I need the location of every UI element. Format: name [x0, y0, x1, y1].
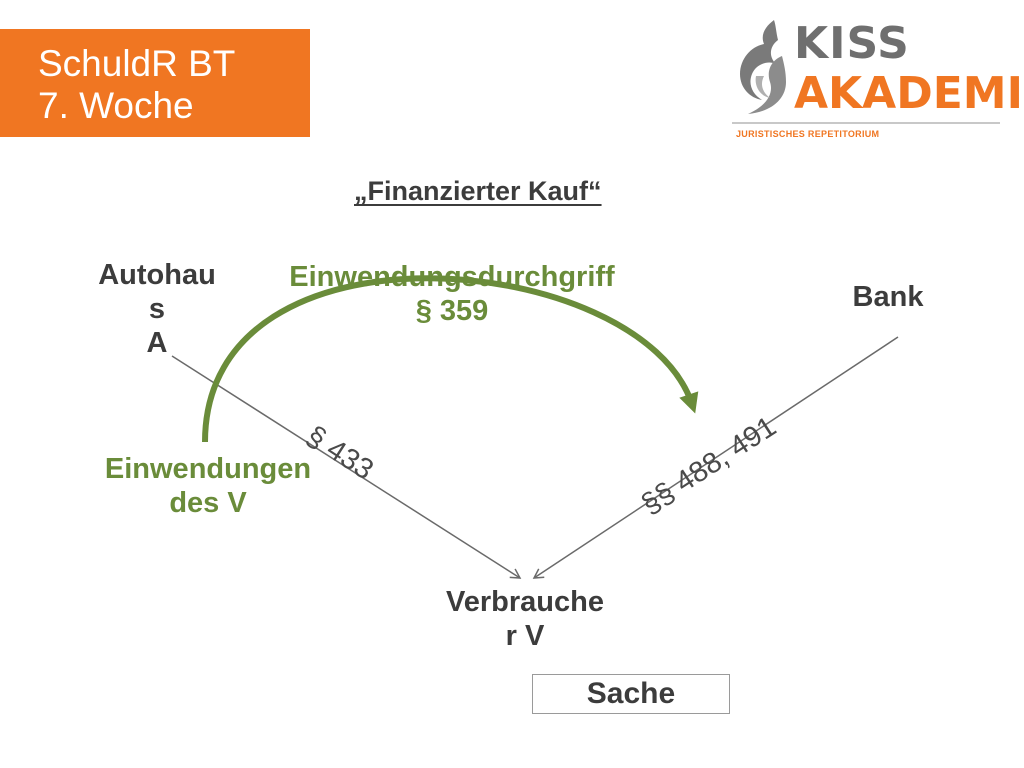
logo-divider [732, 122, 1000, 124]
node-autohaus-line-2: s [148, 293, 166, 325]
sache-box: Sache [532, 674, 730, 714]
node-autohaus-line-1: Autohau [98, 259, 216, 291]
diagram-heading: „Finanzierter Kauf“ [354, 176, 602, 206]
einwendungsdurchgriff-line-1: Einwendungsdurchgriff [289, 261, 615, 293]
node-verbraucher-line-2: r V [505, 620, 545, 652]
node-verbraucher: Verbrauche r V [420, 585, 630, 653]
einwendungsdurchgriff-arrow [202, 275, 699, 443]
einwendungsdurchgriff-label: Einwendungsdurchgriff § 359 [250, 260, 654, 328]
kiss-akademie-logo: KISS AKADEMIE JURISTISCHES REPETITORIUM [726, 12, 1024, 147]
node-autohaus-line-3: A [146, 327, 168, 359]
einwendungen-line-1: Einwendungen [104, 453, 312, 485]
einwendungen-line-2: des V [169, 487, 247, 519]
einwendungsdurchgriff-line-2: § 359 [415, 295, 489, 327]
node-autohaus: Autohau s A [82, 258, 232, 360]
logo-word-kiss: KISS [794, 18, 910, 69]
einwendungen-label: Einwendungen des V [78, 452, 338, 520]
logo-tagline: JURISTISCHES REPETITORIUM [736, 129, 880, 139]
autohaus-to-verbraucher-line [171, 355, 522, 579]
title-line-2: 7. Woche [38, 85, 194, 126]
phoenix-logo-icon [740, 20, 786, 114]
logo-word-akademie: AKADEMIE [794, 68, 1024, 119]
title-line-1: SchuldR BT [38, 43, 236, 84]
node-verbraucher-line-1: Verbrauche [446, 586, 604, 618]
title-box: SchuldR BT 7. Woche [0, 29, 310, 137]
node-bank: Bank [852, 281, 924, 313]
bank-to-verbraucher-line [532, 336, 899, 579]
